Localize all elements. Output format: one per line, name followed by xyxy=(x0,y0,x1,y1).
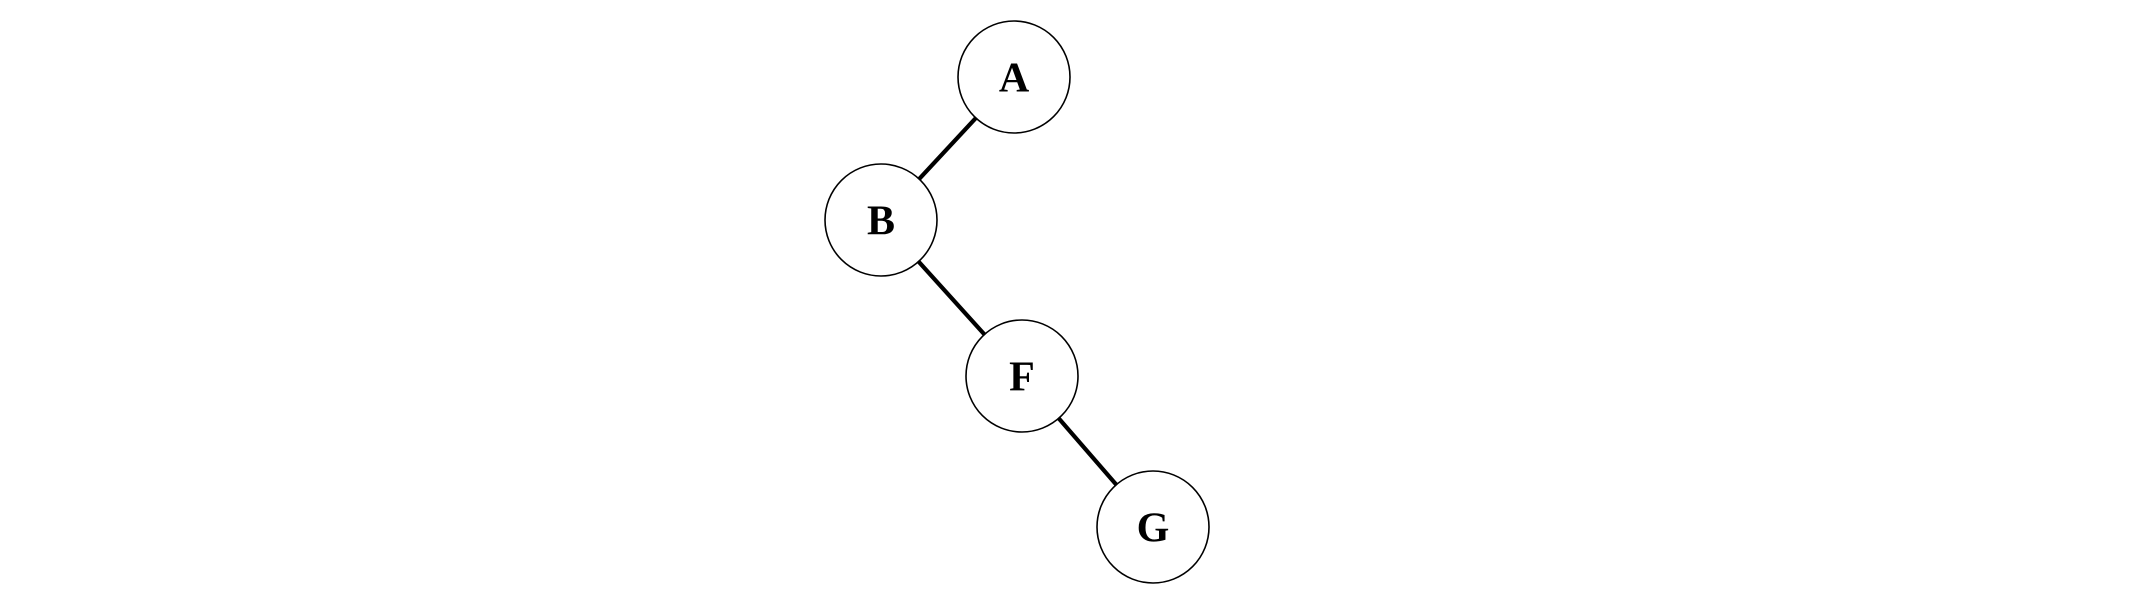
node-G-label: G xyxy=(1137,506,1170,552)
node-B-label: B xyxy=(867,199,895,245)
node-F: F xyxy=(965,319,1079,433)
node-B: B xyxy=(824,163,938,277)
node-G-circle xyxy=(1096,470,1210,584)
node-B-circle xyxy=(824,163,938,277)
node-A-label: A xyxy=(999,56,1030,102)
node-G: G xyxy=(1096,470,1210,584)
node-A: A xyxy=(957,20,1071,134)
node-F-label: F xyxy=(1009,355,1035,401)
node-F-circle xyxy=(965,319,1079,433)
node-A-circle xyxy=(957,20,1071,134)
